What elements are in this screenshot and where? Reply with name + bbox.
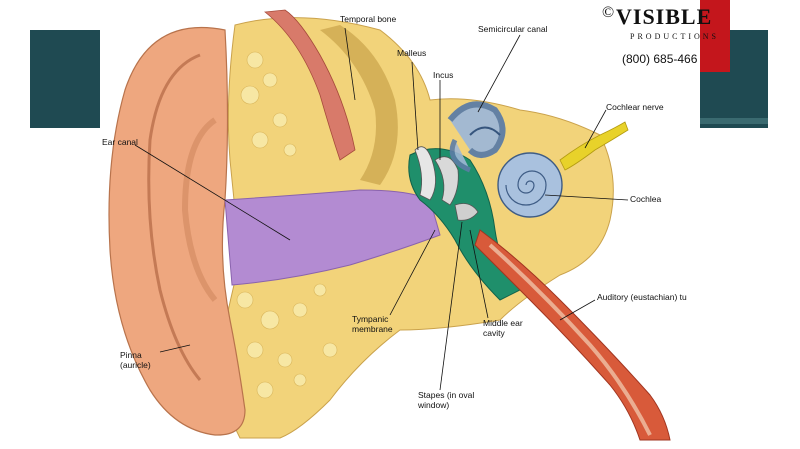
leader-temporal-bone: [344, 27, 356, 101]
bone-dark-band: [320, 25, 398, 185]
leader-tympanic: [389, 229, 436, 316]
leader-semicircular: [477, 34, 521, 113]
leader-pinna: [159, 344, 191, 353]
leader-stapes: [439, 221, 463, 391]
label-pinna: Pinna (auricle): [120, 350, 151, 370]
leader-auditory-tube: [559, 299, 596, 321]
label-stapes: Stapes (in oval window): [418, 390, 475, 410]
brand-logo-text: VISIBLE: [616, 4, 713, 29]
label-ear-canal: Ear canal: [102, 137, 138, 147]
cochlea-spiral: [505, 170, 547, 206]
leader-malleus: [411, 61, 419, 151]
pinna-fold: [147, 53, 202, 381]
slide-band-left: [30, 30, 100, 128]
ear-canal-shape: [224, 189, 441, 286]
incus-shape: [434, 156, 459, 206]
label-cochlear-nerve: Cochlear nerve: [606, 102, 664, 112]
label-auditory-tube: Auditory (eustachian) tu: [597, 292, 687, 302]
label-tympanic-membrane: Tympanic membrane: [352, 314, 393, 334]
temporal-muscle-band: [263, 9, 356, 161]
leader-ear-canal: [134, 144, 291, 241]
leader-cochlea: [544, 194, 629, 201]
leader-cochlear-nerve: [584, 109, 607, 149]
label-middle-ear-cavity: Middle ear cavity: [483, 318, 523, 338]
brand-subtitle: PRODUCTIONS: [630, 32, 720, 41]
label-temporal-bone: Temporal bone: [340, 14, 397, 24]
cochlea-shape: [497, 152, 563, 218]
brand-red-block: [700, 0, 730, 72]
leader-lines: [134, 27, 629, 391]
inner-ear: [447, 101, 506, 173]
cochlear-nerve-shape: [559, 121, 629, 171]
leader-middle-ear: [469, 229, 489, 319]
pinna-inner: [181, 117, 218, 302]
pinna-shape: [108, 26, 246, 436]
brand-phone: (800) 685-466: [622, 52, 698, 66]
slide-band-stripe: [700, 118, 768, 124]
label-incus: Incus: [433, 70, 454, 80]
stapes-shape: [454, 203, 479, 221]
label-cochlea: Cochlea: [630, 194, 662, 204]
malleus-shape: [414, 146, 436, 201]
copyright-symbol: ©: [602, 4, 615, 21]
bone-texture: [236, 51, 338, 399]
label-malleus: Malleus: [397, 48, 427, 58]
label-semicircular-canal: Semicircular canal: [478, 24, 548, 34]
